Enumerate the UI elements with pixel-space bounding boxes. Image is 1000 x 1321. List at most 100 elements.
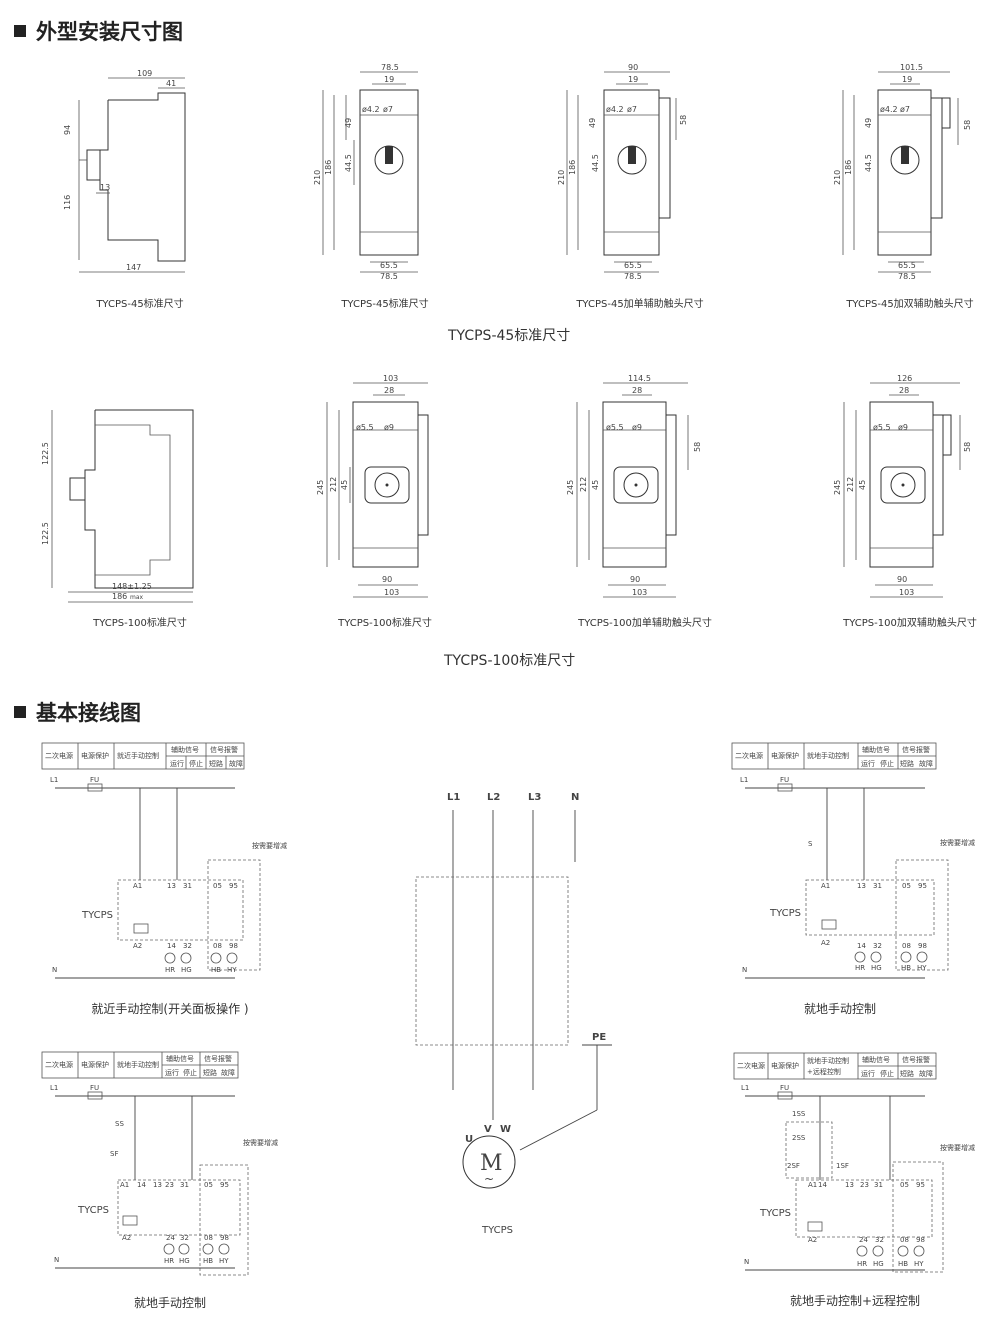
- dim-100std-h-total: 245: [316, 480, 325, 495]
- wiring-local-manual-2: 二次电源 电源保护 就地手动控制 辅助信号 信号报警 运行 停止 短路 故障 L…: [41, 1051, 278, 1276]
- tbl2-sub-1: 运行: [861, 759, 875, 768]
- term4-24: 24: [859, 1236, 868, 1244]
- label4-a1: A1: [808, 1181, 817, 1189]
- dim-100side-h-bottom: 122.5: [41, 522, 50, 545]
- dim-45single-h-mid: 186: [568, 160, 577, 175]
- tbl-sub-2: 停止: [189, 759, 203, 768]
- dim-45std-h-b: 44.5: [344, 154, 353, 172]
- caption-wiring-local-1: 就地手动控制: [803, 1002, 876, 1016]
- phase-l2: L2: [487, 792, 500, 803]
- tbl4-sub-2: 停止: [880, 1069, 894, 1078]
- tbl-col-4: 辅助信号: [171, 745, 199, 754]
- tbl2-sub-2: 停止: [880, 759, 894, 768]
- dim-45std-b2: 78.5: [380, 272, 398, 281]
- dim-100single-holes2: ø9: [632, 423, 642, 432]
- tbl3-sub-2: 停止: [183, 1068, 197, 1077]
- label4-a2: A2: [808, 1236, 817, 1244]
- dim-100single-holes: ø5.5: [606, 423, 624, 432]
- dim-100single-h-mid: 212: [579, 477, 588, 492]
- dim-100double-holes: ø5.5: [873, 423, 891, 432]
- dim-45std-inner: 19: [384, 75, 394, 84]
- term3-13: 13: [153, 1181, 162, 1189]
- label2-optional: 按需要增减: [940, 838, 975, 847]
- dim-45double-inner: 19: [902, 75, 912, 84]
- caption-wiring-near: 就近手动控制(开关面板操作 ): [91, 1002, 249, 1016]
- term3-31: 31: [180, 1181, 189, 1189]
- term2-08: 08: [902, 942, 911, 950]
- wiring-near-manual: 二次电源 电源保护 就近手动控制 辅助信号 信号报警 运行 停止 短路 故障 L…: [41, 742, 287, 979]
- dim-45double-b2: 78.5: [898, 272, 916, 281]
- dim-45double-aux: 58: [963, 120, 972, 130]
- label4-optional: 按需要增减: [940, 1143, 975, 1152]
- wiring-local-remote: 二次电源 电源保护 就地手动控制 +远程控制 辅助信号 信号报警 运行 停止 短…: [733, 1052, 975, 1273]
- lamp4-hr: HR: [857, 1260, 867, 1268]
- label-a1: A1: [133, 882, 142, 890]
- lamp2-hy: HY: [917, 964, 927, 972]
- dim-45single-b2: 78.5: [624, 272, 642, 281]
- phase-l3: L3: [528, 792, 541, 803]
- tbl4-sub-3: 短路: [900, 1069, 914, 1078]
- term4-23: 23: [860, 1181, 869, 1189]
- label3-n: N: [54, 1256, 59, 1264]
- dim-100double-h-mid: 212: [846, 477, 855, 492]
- row1-subtitle: TYCPS-45标准尺寸: [448, 328, 571, 344]
- tbl2-sub-3: 短路: [900, 759, 914, 768]
- label2-s: S: [808, 840, 813, 848]
- lamp-hb: HB: [211, 966, 221, 974]
- term3-23: 23: [165, 1181, 174, 1189]
- tbl-col-5: 信号报警: [210, 745, 238, 754]
- lamp-hr: HR: [165, 966, 175, 974]
- label-fu: FU: [90, 776, 99, 784]
- label-a2: A2: [133, 942, 142, 950]
- tbl2-col-2: 电源保护: [771, 751, 799, 760]
- term4-08: 08: [900, 1236, 909, 1244]
- label4-1sf: 1SF: [836, 1162, 849, 1170]
- caption-100-std: TYCPS-100标准尺寸: [338, 618, 432, 629]
- term2-31: 31: [873, 882, 882, 890]
- label4-fu: FU: [780, 1084, 789, 1092]
- phase-l1: L1: [447, 792, 460, 803]
- label4-1ss: 1SS: [792, 1110, 806, 1118]
- label2-n: N: [742, 966, 747, 974]
- dim-45single-top: 90: [628, 63, 638, 72]
- term2-98: 98: [918, 942, 927, 950]
- dim-45std-holes2: ø7: [383, 105, 393, 114]
- dim-100double-b1: 90: [897, 575, 907, 584]
- caption-wiring-remote: 就地手动控制+远程控制: [789, 1294, 921, 1308]
- term-95: 95: [229, 882, 238, 890]
- dim-45single-holes: ø4.2: [606, 105, 624, 114]
- dim-45std-top: 78.5: [381, 63, 399, 72]
- term-31: 31: [183, 882, 192, 890]
- dim-45single-aux: 58: [679, 115, 688, 125]
- dim-45std-h-total: 210: [313, 170, 322, 185]
- dim-100double-holes2: ø9: [898, 423, 908, 432]
- front-view-100-std: 103 28 ø5.5 ø9 245 212 45 90 103: [316, 374, 429, 598]
- lamp4-hg: HG: [873, 1260, 884, 1268]
- lamp3-hg: HG: [179, 1257, 190, 1265]
- dim-100std-holes: ø5.5: [356, 423, 374, 432]
- term4-98: 98: [916, 1236, 925, 1244]
- tbl-sub-4: 故障: [229, 759, 243, 768]
- tbl-sub-3: 短路: [209, 759, 223, 768]
- tbl-col-2: 电源保护: [81, 751, 109, 760]
- label-optional: 按需要增减: [252, 841, 287, 850]
- term-u: U: [465, 1134, 473, 1145]
- term-05: 05: [213, 882, 222, 890]
- tbl2-sub-4: 故障: [919, 759, 933, 768]
- label-pe: PE: [592, 1032, 606, 1043]
- tbl4-col-1: 二次电源: [737, 1061, 765, 1070]
- square-bullet-icon: [14, 25, 26, 37]
- term4-31: 31: [874, 1181, 883, 1189]
- lamp2-hg: HG: [871, 964, 882, 972]
- dim-100single-aux: 58: [693, 442, 702, 452]
- tbl3-sub-4: 故障: [221, 1068, 235, 1077]
- tbl-col-3: 就近手动控制: [117, 751, 159, 760]
- square-bullet-icon: [14, 706, 26, 718]
- term3-95: 95: [220, 1181, 229, 1189]
- dim-100single-inner: 28: [632, 386, 642, 395]
- dim-100side-w-b: 186: [112, 592, 127, 601]
- wiring-section-title: 基本接线图: [14, 697, 141, 727]
- term3-14: 14: [137, 1181, 146, 1189]
- dim-45double-h-a: 49: [864, 118, 873, 128]
